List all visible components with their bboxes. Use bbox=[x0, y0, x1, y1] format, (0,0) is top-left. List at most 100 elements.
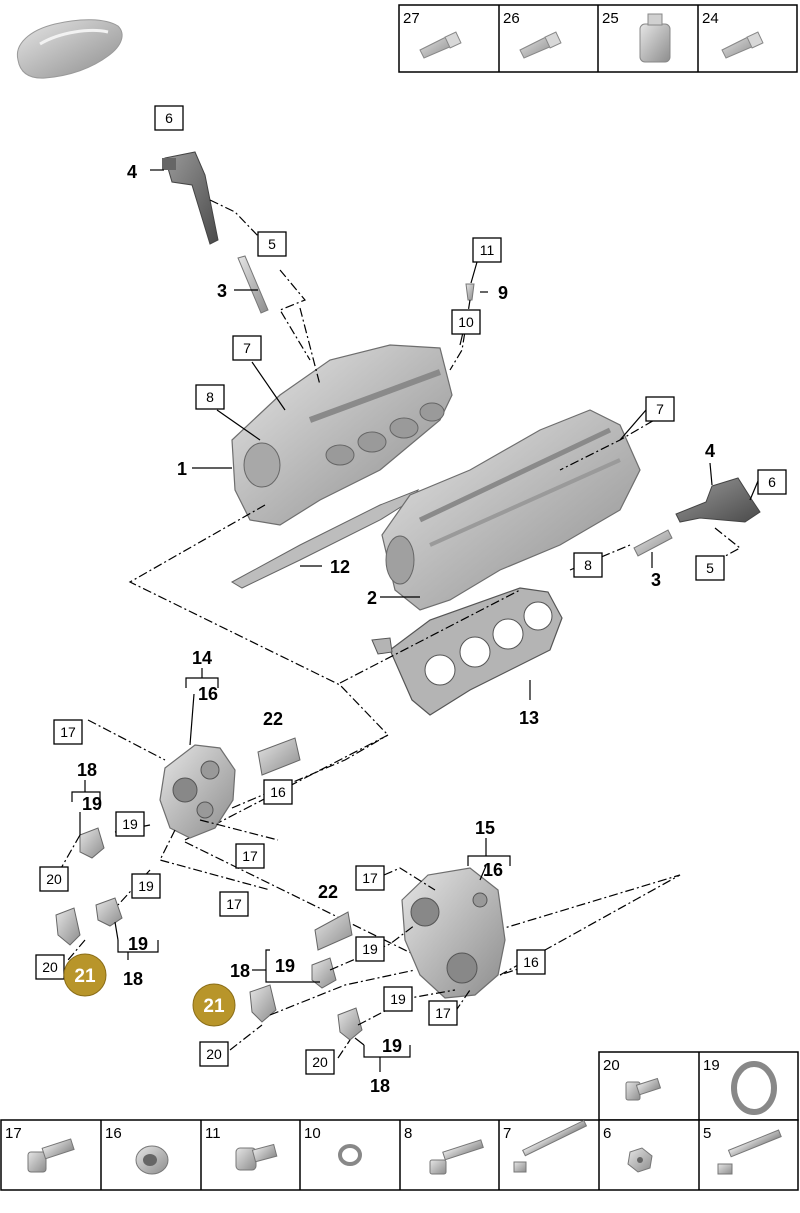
bolt-icon[interactable] bbox=[27, 1138, 75, 1173]
sealant-tube-icon[interactable] bbox=[519, 31, 562, 59]
bolt-icon[interactable] bbox=[235, 1143, 278, 1171]
callout-number[interactable]: 3 bbox=[217, 281, 227, 301]
spark-plug[interactable] bbox=[237, 255, 269, 314]
callout-box[interactable]: 8 bbox=[195, 384, 225, 410]
camshaft-housing-right[interactable] bbox=[401, 867, 506, 999]
table-cell-number: 20 bbox=[603, 1057, 620, 1074]
long-bolt-icon[interactable] bbox=[513, 1119, 588, 1173]
callout-number[interactable]: 16 bbox=[483, 860, 503, 880]
cylinder-head-right[interactable] bbox=[381, 409, 641, 611]
callout-box[interactable]: 6 bbox=[154, 105, 184, 131]
table-cell-number: 16 bbox=[105, 1125, 122, 1142]
solenoid-valve[interactable] bbox=[337, 1007, 363, 1041]
cover-plate[interactable] bbox=[314, 911, 353, 951]
table-cell-number: 24 bbox=[702, 10, 719, 27]
callout-box[interactable]: 20 bbox=[199, 1041, 229, 1067]
washer-icon[interactable] bbox=[338, 1144, 362, 1166]
callout-box[interactable]: 7 bbox=[645, 396, 675, 422]
callout-number: 6 bbox=[768, 474, 776, 490]
table-cell-number: 19 bbox=[703, 1057, 720, 1074]
callout-number: 8 bbox=[584, 557, 592, 573]
callout-box[interactable]: 19 bbox=[131, 873, 161, 899]
badge-number: 21 bbox=[74, 966, 96, 987]
solenoid-valve[interactable] bbox=[79, 827, 105, 859]
callout-number[interactable]: 16 bbox=[198, 684, 218, 704]
callout-number[interactable]: 22 bbox=[263, 709, 283, 729]
spark-plug[interactable] bbox=[633, 529, 673, 557]
callout-number[interactable]: 9 bbox=[498, 283, 508, 303]
callout-box[interactable]: 16 bbox=[263, 779, 293, 805]
bottom-parts-table-upper: 20 19 bbox=[598, 1051, 799, 1121]
cover-plate[interactable] bbox=[257, 737, 301, 776]
head-gasket[interactable] bbox=[371, 587, 563, 716]
callout-box[interactable]: 7 bbox=[232, 335, 262, 361]
callout-number[interactable]: 18 bbox=[77, 760, 97, 780]
bottom-parts-table: 17 16 11 10 8 7 6 5 bbox=[0, 1119, 799, 1191]
callout-number: 19 bbox=[390, 991, 406, 1007]
callout-box[interactable]: 5 bbox=[695, 555, 725, 581]
callout-box[interactable]: 10 bbox=[451, 309, 481, 335]
callout-box[interactable]: 17 bbox=[53, 719, 83, 745]
callout-box[interactable]: 17 bbox=[355, 865, 385, 891]
callout-number[interactable]: 19 bbox=[82, 794, 102, 814]
sealant-tube-icon[interactable] bbox=[721, 31, 764, 59]
table-cell-number: 6 bbox=[603, 1125, 611, 1142]
callout-number[interactable]: 4 bbox=[705, 441, 715, 461]
callout-number[interactable]: 3 bbox=[651, 570, 661, 590]
car-icon[interactable] bbox=[16, 19, 123, 79]
bolt-icon[interactable] bbox=[625, 1077, 662, 1101]
callout-box[interactable]: 20 bbox=[35, 954, 65, 980]
stud-bolt-icon[interactable] bbox=[717, 1129, 782, 1175]
callout-box[interactable]: 6 bbox=[757, 469, 787, 495]
callout-number[interactable]: 14 bbox=[192, 648, 212, 668]
callout-box[interactable]: 19 bbox=[355, 936, 385, 962]
callout-number[interactable]: 2 bbox=[367, 588, 377, 608]
table-cell-number: 27 bbox=[403, 10, 420, 27]
callout-number[interactable]: 22 bbox=[318, 882, 338, 902]
callout-box[interactable]: 16 bbox=[516, 949, 546, 975]
callout-number[interactable]: 15 bbox=[475, 818, 495, 838]
table-cell-number: 5 bbox=[703, 1125, 711, 1142]
seal-ring-icon[interactable] bbox=[731, 1061, 777, 1115]
callout-number[interactable]: 1 bbox=[177, 459, 187, 479]
callout-number[interactable]: 18 bbox=[123, 969, 143, 989]
callout-number[interactable]: 4 bbox=[127, 162, 137, 182]
fluid-bottle-icon[interactable] bbox=[639, 13, 671, 63]
callout-number[interactable]: 18 bbox=[230, 961, 250, 981]
callout-box[interactable]: 17 bbox=[235, 843, 265, 869]
callout-box[interactable]: 8 bbox=[573, 552, 603, 578]
callout-box[interactable]: 19 bbox=[115, 811, 145, 837]
nut-icon[interactable] bbox=[627, 1147, 653, 1173]
callout-box[interactable]: 19 bbox=[383, 986, 413, 1012]
sealant-tube-icon[interactable] bbox=[419, 31, 462, 59]
sleeve-nut-icon[interactable] bbox=[135, 1145, 169, 1175]
callout-badge[interactable]: 21 bbox=[192, 983, 236, 1027]
callout-box[interactable]: 17 bbox=[219, 891, 249, 917]
callout-box[interactable]: 20 bbox=[39, 866, 69, 892]
callout-badge[interactable]: 21 bbox=[63, 953, 107, 997]
ignition-coil[interactable] bbox=[162, 151, 219, 245]
callout-number[interactable]: 18 bbox=[370, 1076, 390, 1096]
table-cell-number: 26 bbox=[503, 10, 520, 27]
callout-box[interactable]: 17 bbox=[428, 1000, 458, 1026]
callout-box[interactable]: 5 bbox=[257, 231, 287, 257]
ignition-coil[interactable] bbox=[675, 477, 761, 523]
callout-box[interactable]: 20 bbox=[305, 1049, 335, 1075]
callout-number[interactable]: 19 bbox=[382, 1036, 402, 1056]
bolt[interactable] bbox=[465, 283, 475, 301]
solenoid-valve[interactable] bbox=[95, 897, 123, 927]
solenoid-valve[interactable] bbox=[249, 984, 277, 1023]
camshaft-housing-left[interactable] bbox=[159, 744, 236, 839]
callout-number[interactable]: 12 bbox=[330, 557, 350, 577]
callout-number: 11 bbox=[480, 242, 495, 258]
callout-number[interactable]: 13 bbox=[519, 708, 539, 728]
solenoid-valve[interactable] bbox=[55, 907, 81, 946]
solenoid-valve[interactable] bbox=[311, 957, 337, 989]
cylinder-head-left[interactable] bbox=[231, 344, 453, 526]
callout-number: 19 bbox=[362, 941, 378, 957]
bolt-icon[interactable] bbox=[429, 1139, 484, 1175]
callout-number[interactable]: 19 bbox=[128, 934, 148, 954]
callout-number[interactable]: 19 bbox=[275, 956, 295, 976]
callout-box[interactable]: 11 bbox=[472, 237, 502, 263]
callout-number: 5 bbox=[268, 236, 276, 252]
